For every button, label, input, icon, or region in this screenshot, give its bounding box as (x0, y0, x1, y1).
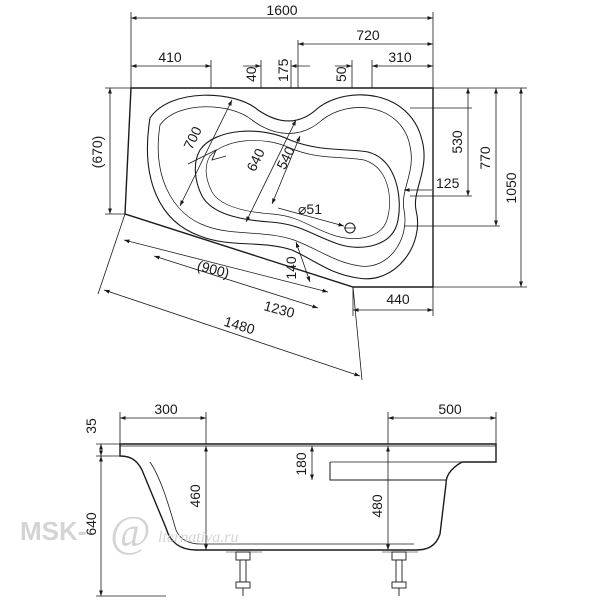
dim-530: 530 (449, 130, 465, 154)
dim-40: 40 (243, 66, 259, 82)
dim-side-300: 300 (154, 401, 178, 417)
dim-140: 140 (283, 256, 299, 280)
dim-drain: ⌀51 (298, 201, 322, 217)
leg-left (235, 551, 251, 596)
dim-50: 50 (333, 66, 349, 82)
plan-view: 1600 720 410 310 40 175 50 (670) 700 640… (89, 2, 527, 381)
dim-1230: 1230 (262, 297, 296, 321)
tub-outline-side (119, 443, 497, 551)
dim-310: 310 (388, 49, 412, 65)
dim-1480: 1480 (222, 313, 257, 337)
side-step (329, 462, 446, 481)
leg-right (391, 551, 407, 596)
dim-side-180: 180 (293, 452, 309, 476)
side-inner-wall (149, 461, 414, 545)
watermark: MSK- @ lternativa.ru (20, 507, 238, 556)
dim-overall-depth: 1050 (503, 172, 519, 203)
dim-125: 125 (436, 175, 460, 191)
dim-670: (670) (89, 136, 105, 169)
watermark-site: lternativa.ru (158, 529, 238, 546)
dim-side-460: 460 (187, 484, 203, 508)
dim-side-500: 500 (438, 401, 462, 417)
watermark-brand: MSK- (20, 516, 86, 546)
dim-left-part: 410 (158, 49, 182, 65)
dim-side-35: 35 (83, 418, 99, 434)
dim-770: 770 (477, 146, 493, 170)
dim-900: (900) (195, 257, 231, 281)
dim-overall-width: 1600 (266, 2, 297, 18)
dim-side-480: 480 (369, 494, 385, 518)
watermark-at: @ (110, 507, 150, 556)
dim-side-640: 640 (83, 512, 99, 536)
dim-175: 175 (275, 58, 291, 82)
bowl-outer (146, 94, 425, 280)
dim-440: 440 (386, 291, 410, 307)
dim-right-part: 720 (356, 27, 380, 43)
side-view: 300 500 35 640 460 180 480 (83, 401, 497, 597)
